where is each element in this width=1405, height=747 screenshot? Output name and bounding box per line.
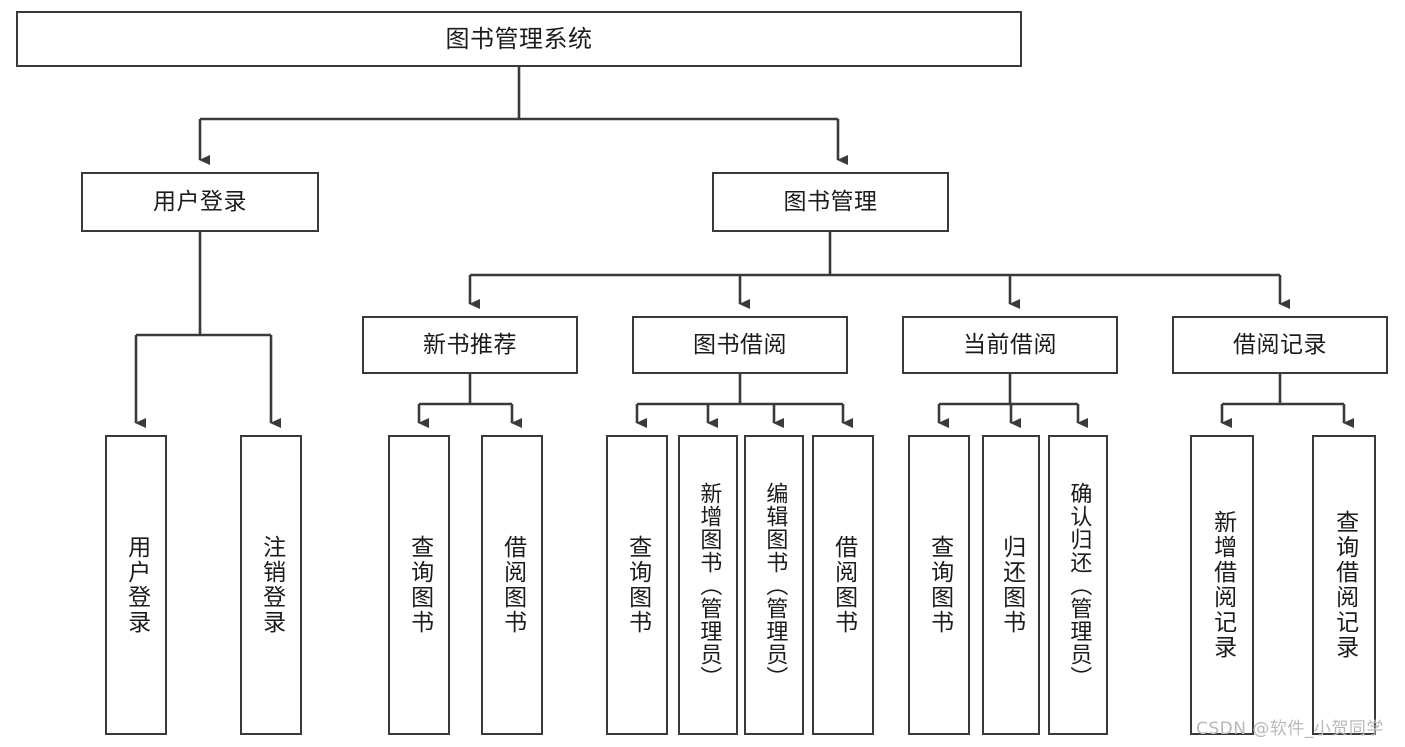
node-borrow-record[interactable]: 借阅记录 xyxy=(1172,316,1388,374)
leaf-label: 注销登录 xyxy=(258,535,285,635)
node-new-book-recommend[interactable]: 新书推荐 xyxy=(362,316,578,374)
node-user-login-label: 用户登录 xyxy=(153,188,247,215)
leaf-query-book-recommend[interactable]: 查询图书 xyxy=(388,435,450,735)
leaf-query-borrow-record[interactable]: 查询借阅记录 xyxy=(1312,435,1376,735)
leaf-user-login[interactable]: 用户登录 xyxy=(105,435,167,735)
leaf-label: 编辑图书（管理员） xyxy=(762,481,788,689)
leaf-add-book-admin[interactable]: 新增图书（管理员） xyxy=(678,435,738,735)
node-root[interactable]: 图书管理系统 xyxy=(16,11,1022,67)
leaf-query-book-current[interactable]: 查询图书 xyxy=(908,435,970,735)
leaf-edit-book-admin[interactable]: 编辑图书（管理员） xyxy=(744,435,804,735)
node-root-label: 图书管理系统 xyxy=(445,25,593,53)
csdn-watermark: CSDN @软件_小贺同学 xyxy=(1196,719,1384,739)
leaf-add-borrow-record[interactable]: 新增借阅记录 xyxy=(1190,435,1254,735)
node-new-book-recommend-label: 新书推荐 xyxy=(423,331,517,358)
leaf-user-logout[interactable]: 注销登录 xyxy=(240,435,302,735)
leaf-label: 新增借阅记录 xyxy=(1209,510,1236,660)
node-book-management-label: 图书管理 xyxy=(783,188,878,215)
node-book-management[interactable]: 图书管理 xyxy=(712,172,949,232)
node-current-borrow-label: 当前借阅 xyxy=(963,331,1057,358)
leaf-label: 用户登录 xyxy=(123,535,150,635)
leaf-label: 查询图书 xyxy=(406,535,433,635)
leaf-label: 归还图书 xyxy=(998,535,1025,635)
leaf-label: 确认归还（管理员） xyxy=(1066,481,1092,689)
node-user-login[interactable]: 用户登录 xyxy=(81,172,319,232)
leaf-query-book-borrow[interactable]: 查询图书 xyxy=(606,435,668,735)
leaf-borrow-book-recommend[interactable]: 借阅图书 xyxy=(481,435,543,735)
leaf-label: 新增图书（管理员） xyxy=(696,481,722,689)
leaf-confirm-return-admin[interactable]: 确认归还（管理员） xyxy=(1048,435,1108,735)
leaf-borrow-book[interactable]: 借阅图书 xyxy=(812,435,874,735)
leaf-label: 查询图书 xyxy=(624,535,651,635)
node-borrow-record-label: 借阅记录 xyxy=(1233,331,1327,358)
node-book-borrow[interactable]: 图书借阅 xyxy=(632,316,848,374)
leaf-label: 查询借阅记录 xyxy=(1331,510,1358,660)
leaf-label: 查询图书 xyxy=(926,535,953,635)
leaf-label: 借阅图书 xyxy=(830,535,857,635)
leaf-return-book[interactable]: 归还图书 xyxy=(982,435,1040,735)
node-current-borrow[interactable]: 当前借阅 xyxy=(902,316,1118,374)
leaf-label: 借阅图书 xyxy=(499,535,526,635)
node-book-borrow-label: 图书借阅 xyxy=(693,331,787,358)
